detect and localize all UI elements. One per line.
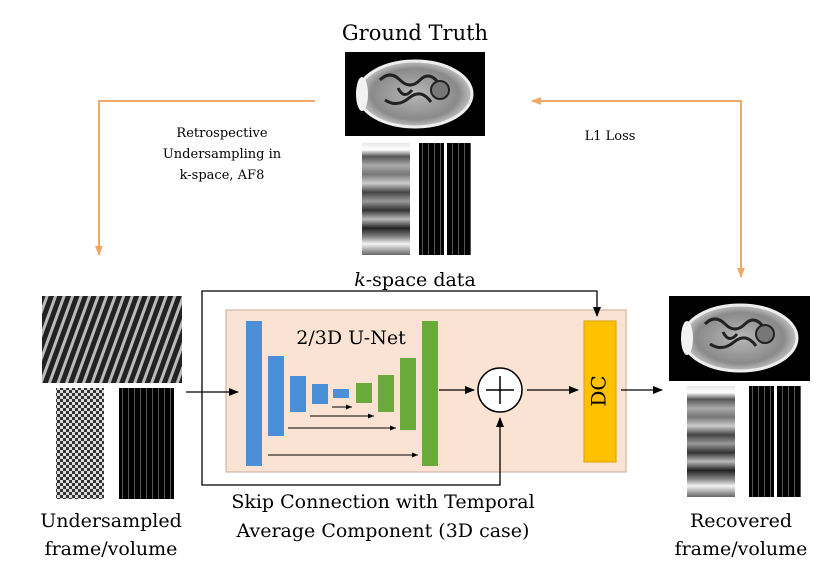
- retrospective-label-3: k-space, AF8: [180, 168, 265, 183]
- recovered-label-1: Recovered: [690, 510, 792, 532]
- dc-block: [583, 320, 617, 463]
- plus-circle-icon: [477, 367, 523, 413]
- kspace-italic: k: [354, 269, 366, 291]
- undersampled-kspace-y: [119, 388, 174, 499]
- decoder-layers: [356, 321, 438, 466]
- temporal-skip-connection: [201, 392, 504, 486]
- recovered-label-2: frame/volume: [675, 538, 808, 560]
- dc-label: DC: [587, 375, 611, 406]
- unet-skip-arrows: [268, 404, 418, 458]
- encoder-layers: [246, 321, 349, 466]
- ground-truth-kspace-x: [362, 143, 410, 255]
- ground-truth-kspace-y: [419, 143, 471, 255]
- undersampled-label-2: frame/volume: [45, 538, 178, 560]
- ground-truth-title: Ground Truth: [342, 21, 488, 45]
- recovered-image: [669, 296, 810, 381]
- recovered-kspace-x: [687, 386, 735, 497]
- unet-label: 2/3D U-Net: [296, 327, 406, 349]
- ground-truth-image: [345, 52, 485, 136]
- loss-arrow-to-truth: [531, 97, 742, 277]
- retrospective-label-1: Retrospective: [176, 126, 267, 141]
- undersampled-label-1: Undersampled: [40, 510, 181, 532]
- skip-label-1: Skip Connection with Temporal: [231, 491, 534, 513]
- undersampled-kspace-x: [56, 388, 104, 499]
- retrospective-label-2: Undersampling in: [163, 147, 282, 162]
- undersampled-image: [42, 296, 182, 383]
- skip-label-2: Average Component (3D case): [236, 520, 530, 542]
- recovered-kspace-y: [749, 386, 801, 497]
- kspace-data-label: k-space data: [354, 269, 476, 291]
- kspace-connection: [201, 290, 601, 392]
- l1-loss-label: L1 Loss: [585, 129, 636, 144]
- kspace-rest: -space data: [366, 269, 476, 291]
- undersampling-arrow: [95, 100, 315, 256]
